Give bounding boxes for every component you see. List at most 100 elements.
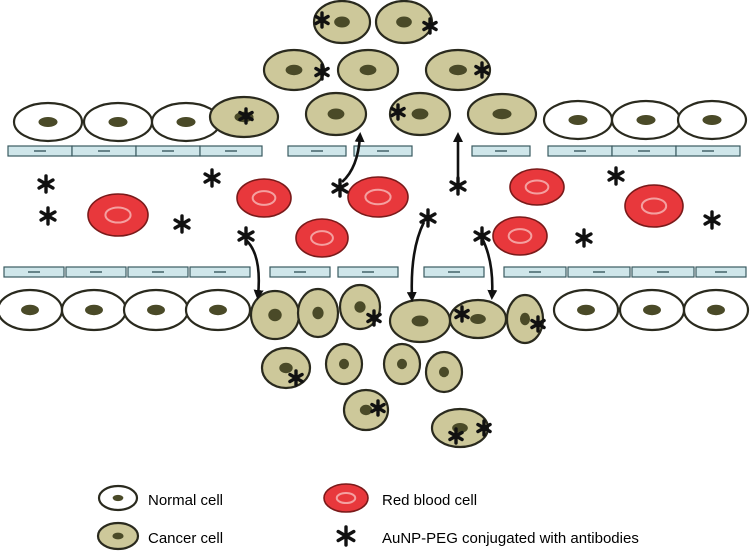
cancer-cell (448, 298, 508, 340)
nanoparticle (476, 419, 492, 437)
legend-label-normal-cell: Normal cell (148, 492, 223, 509)
vessel-wall-lower-segment (337, 266, 399, 278)
nanoparticle (238, 107, 254, 125)
normal-cell (610, 99, 682, 141)
cancer-cell (374, 0, 434, 45)
vessel-wall-lower-segment (567, 266, 631, 278)
normal-cell (676, 99, 748, 141)
normal-cell (82, 101, 154, 143)
vessel-wall-lower-segment (65, 266, 127, 278)
normal-cell (552, 288, 620, 332)
cancer-cell (262, 48, 326, 92)
normal-cell (0, 288, 64, 332)
red-blood-cell (624, 184, 684, 228)
vessel-wall-lower-segment (631, 266, 695, 278)
vessel-wall-lower-segment (423, 266, 485, 278)
vessel-walls (3, 145, 747, 278)
cancer-cell (338, 283, 382, 331)
normal-cell (682, 288, 750, 332)
cancer-cell (505, 293, 545, 345)
cancer-cell (336, 48, 400, 92)
normal-cell (184, 288, 252, 332)
vessel-wall-upper-segment (135, 145, 201, 157)
vessel-wall-lower-segment (269, 266, 331, 278)
legend-label-nanoparticle: AuNP-PEG conjugated with antibodies (382, 530, 639, 547)
nanoparticle (203, 168, 221, 188)
legend-label-red-blood-cell: Red blood cell (382, 492, 477, 509)
vessel-wall-upper-segment (353, 145, 413, 157)
normal-cell (150, 101, 222, 143)
red-blood-cell (295, 218, 349, 258)
cancer-cell (430, 407, 490, 449)
vessel-wall-upper-segment (199, 145, 263, 157)
normal-cell (542, 99, 614, 141)
legend-red-blood-cell (323, 483, 369, 513)
cancer-cell (249, 289, 301, 341)
cancer-cell (424, 48, 492, 92)
vessel-wall-lower-segment (503, 266, 567, 278)
red-blood-cell-icon (323, 483, 369, 513)
normal-cell (122, 288, 190, 332)
legend-cancer-cell (96, 521, 140, 551)
nanoparticle (237, 226, 255, 246)
vessel-wall-upper-segment (71, 145, 137, 157)
normal-cells (0, 99, 750, 332)
red-blood-cell (492, 216, 548, 256)
migration-arrows (245, 132, 498, 302)
nanoparticle (39, 206, 57, 226)
nanoparticle (530, 315, 546, 333)
nanoparticle (473, 226, 491, 246)
migration-arrow (406, 221, 426, 302)
nanoparticle (288, 369, 304, 387)
nanoparticle-star-icon (336, 525, 356, 547)
vessel-wall-upper-segment (611, 145, 677, 157)
vessel-wall-upper-segment (547, 145, 613, 157)
nanoparticle (314, 11, 330, 29)
cancer-cell (324, 342, 364, 386)
nanoparticle (173, 214, 191, 234)
migration-arrow (480, 237, 498, 300)
red-blood-cell (236, 178, 292, 218)
vessel-wall-lower-segment (189, 266, 251, 278)
normal-cell (618, 288, 686, 332)
vessel-wall-upper-segment (287, 145, 347, 157)
red-blood-cell (509, 168, 565, 206)
legend: Normal cell Cancer cell Red blood cell A… (96, 483, 639, 551)
cancer-cell (466, 92, 538, 136)
legend-normal-cell (97, 484, 139, 512)
vessel-wall-upper-segment (471, 145, 531, 157)
cancer-cells (208, 0, 545, 449)
nanoparticle (703, 210, 721, 230)
vessel-wall-upper-segment (675, 145, 741, 157)
legend-nanoparticle (336, 525, 356, 547)
red-blood-cells (87, 168, 684, 258)
nanoparticle (390, 103, 406, 121)
vessel-wall-lower-segment (695, 266, 747, 278)
cancer-cell-icon (96, 521, 140, 551)
migration-arrow (245, 239, 264, 300)
normal-cell (60, 288, 128, 332)
red-blood-cell (87, 193, 149, 237)
nanoparticle (448, 427, 464, 445)
cancer-cell (382, 342, 422, 386)
cancer-cell (424, 350, 464, 394)
vessel-wall-upper-segment (7, 145, 73, 157)
nanoparticle (419, 208, 437, 228)
nanoparticle (37, 174, 55, 194)
vessel-wall-lower-segment (3, 266, 65, 278)
nanoparticle (474, 61, 490, 79)
nanoparticle (454, 305, 470, 323)
nanoparticle (449, 176, 467, 196)
cancer-cell (388, 298, 452, 344)
cancer-cell (296, 287, 340, 339)
nanoparticle (331, 178, 349, 198)
legend-label-cancer-cell: Cancer cell (148, 530, 223, 547)
red-blood-cell (347, 176, 409, 218)
normal-cell-icon (97, 484, 139, 512)
nanoparticles (37, 11, 721, 445)
migration-arrow (341, 132, 365, 183)
normal-cell (12, 101, 84, 143)
cancer-cell (388, 91, 452, 137)
